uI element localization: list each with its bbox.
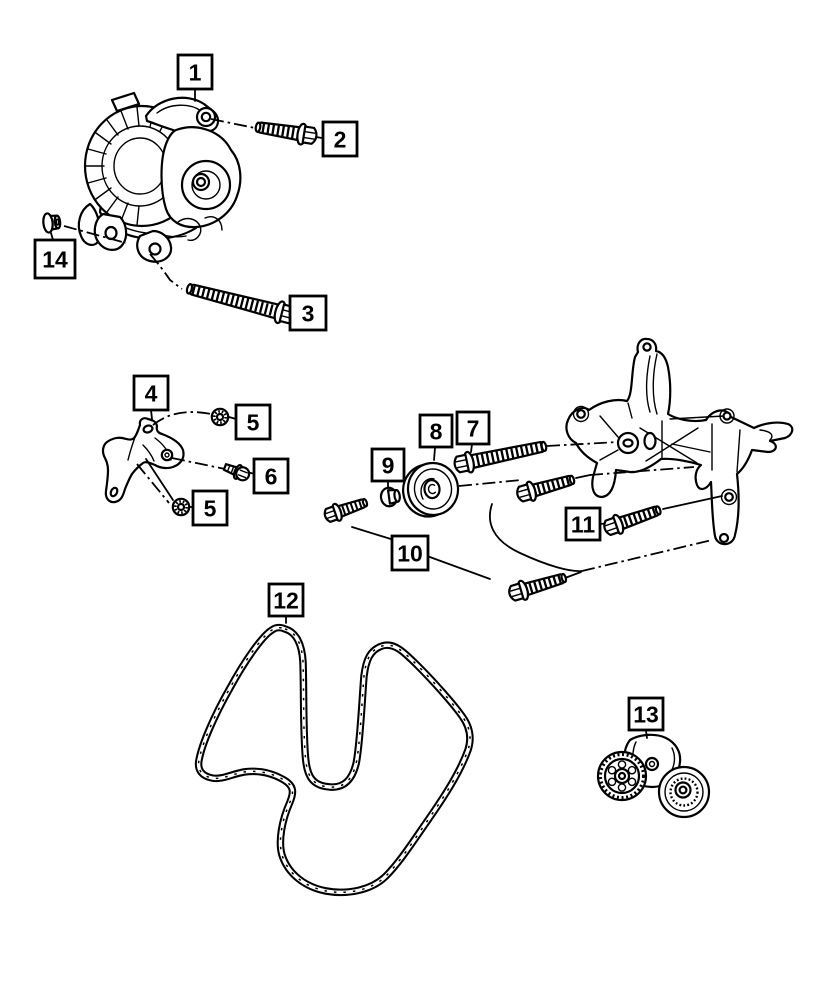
callout-10[interactable]: 10 [390, 534, 430, 572]
callout-12-number: 12 [273, 588, 299, 614]
leader-line-10-left [351, 526, 395, 541]
callout-3-box [288, 294, 328, 332]
callout-10-number: 10 [397, 541, 423, 567]
leader-line-8 [433, 447, 436, 461]
callout-5-lower-number: 5 [204, 496, 217, 522]
callout-6[interactable]: 6 [252, 457, 290, 495]
callout-1[interactable]: 1 [176, 53, 214, 91]
axis-line-nut-5-upper [152, 411, 212, 426]
callout-6-number: 6 [265, 464, 278, 490]
callout-3-number: 3 [302, 301, 315, 327]
callout-12-box [267, 582, 305, 618]
nut-5-lower-drawing [171, 497, 191, 517]
axis-line-bolt-10a [589, 466, 695, 476]
axis-line-bolt-10b-solid [564, 571, 582, 579]
idler-pulley-drawing [402, 461, 460, 518]
callout-10-box [390, 534, 430, 572]
callout-13-number: 13 [633, 702, 659, 728]
mounting-bracket-drawing [565, 337, 794, 546]
callout-4[interactable]: 4 [132, 374, 170, 412]
callout-7[interactable]: 7 [455, 410, 491, 446]
callout-14-number: 14 [42, 247, 68, 273]
support-bracket-drawing [101, 417, 185, 504]
callout-2[interactable]: 2 [321, 120, 359, 158]
callout-4-number: 4 [145, 381, 158, 407]
callout-3[interactable]: 3 [288, 294, 328, 332]
callout-9-number: 9 [382, 453, 395, 479]
bolt-6-drawing [222, 463, 251, 482]
callout-8-number: 8 [430, 419, 443, 445]
axis-line-bolt-11 [662, 495, 723, 510]
leader-line-13 [645, 730, 648, 739]
callout-2-box [321, 120, 359, 158]
callout-8[interactable]: 8 [418, 413, 454, 449]
callout-4-box [132, 374, 170, 412]
leader-line-bracket-to-nut-5-lower [145, 458, 174, 501]
leader-line-10-right [426, 555, 491, 580]
callout-12[interactable]: 12 [267, 582, 305, 618]
axis-line-bolt-6 [171, 457, 226, 470]
callout-1-box [176, 53, 214, 91]
callout-9-box [370, 447, 406, 483]
axis-line-bolt-3 [149, 253, 183, 290]
axis-line-bolt-10a-solid [575, 474, 591, 479]
axis-line-nut-5-lower [136, 463, 170, 504]
callout-1-number: 1 [189, 60, 202, 86]
callout-6-box [252, 457, 290, 495]
callout-7-box [455, 410, 491, 446]
callout-5-upper[interactable]: 5 [234, 403, 272, 441]
callout-5-lower[interactable]: 5 [191, 489, 229, 527]
nut-5-upper-drawing [210, 407, 230, 427]
callout-11-number: 11 [571, 512, 596, 538]
callout-13[interactable]: 13 [627, 696, 665, 732]
routing-curve-bolt-10b [488, 503, 583, 572]
callout-14-box [33, 238, 77, 280]
nut-14-drawing [42, 212, 62, 234]
axis-line-nut-14 [63, 225, 127, 244]
callout-5-lower-box [191, 489, 229, 527]
alternator-drawing [77, 91, 242, 263]
axis-line-bolt-7 [546, 441, 619, 447]
serpentine-belt-drawing [194, 623, 474, 897]
axis-line-idler-pulley [458, 479, 522, 487]
belt-tensioner-drawing [596, 733, 711, 819]
callout-5-upper-box [234, 403, 272, 441]
axis-line-bolt-2 [210, 118, 256, 129]
callout-8-box [418, 413, 454, 449]
callout-14[interactable]: 14 [33, 238, 77, 280]
callout-7-number: 7 [467, 416, 480, 442]
axis-line-bolt-10b [581, 539, 713, 572]
leader-line-4 [150, 409, 153, 420]
callout-2-number: 2 [334, 127, 347, 153]
callout-11-box [564, 506, 602, 542]
callout-5-upper-number: 5 [247, 410, 260, 436]
callout-13-box [627, 696, 665, 732]
callout-9[interactable]: 9 [370, 447, 406, 483]
callout-11[interactable]: 11 [564, 506, 602, 542]
